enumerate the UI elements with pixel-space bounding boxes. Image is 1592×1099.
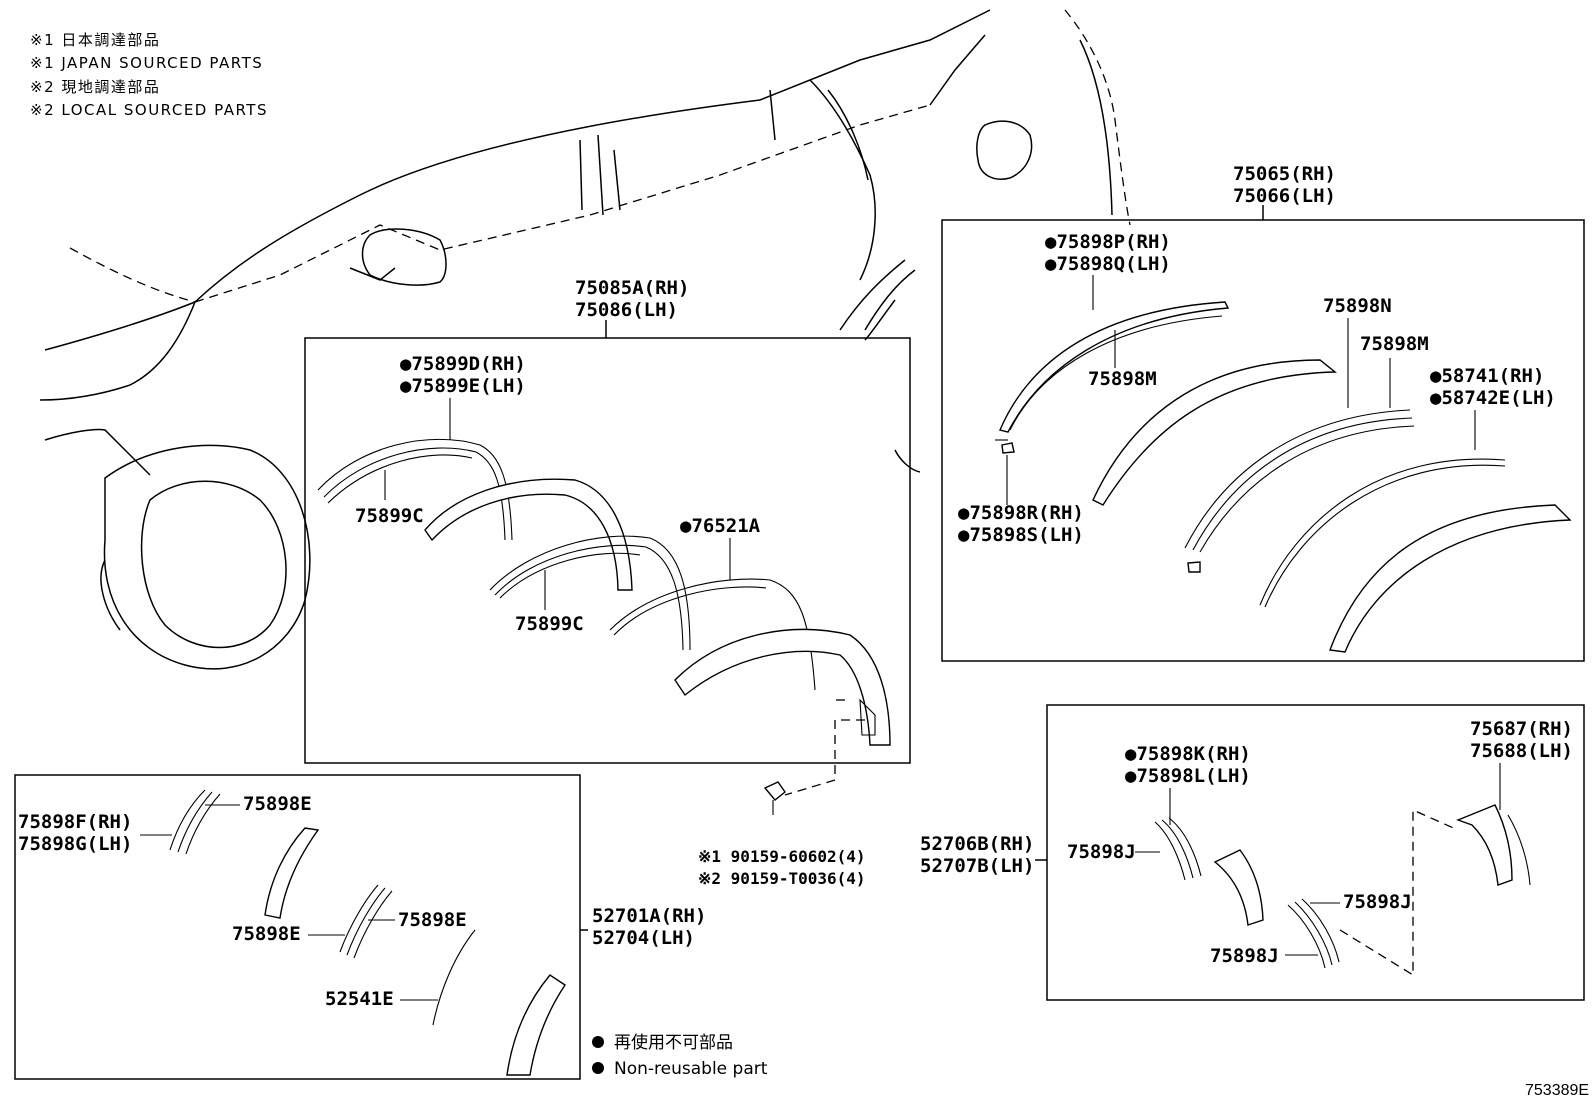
rear-mudguard-box [1046,704,1585,1001]
part-75898K[interactable]: ●75898K(RH) [1125,743,1251,765]
part-75898J-b[interactable]: 75898J [1343,891,1412,913]
part-75687[interactable]: 75687(RH) [1470,718,1573,740]
note-2-jp: ※2 現地調達部品 [30,78,160,96]
part-75898N[interactable]: 75898N [1323,295,1392,317]
part-75898Q[interactable]: ●75898Q(LH) [1045,253,1171,275]
note-1-en: ※1 JAPAN SOURCED PARTS [30,54,263,72]
front-mudguard-group: 52701A(RH) 52704(LH) 75898E 75898F(RH) 7… [14,774,706,1080]
part-52704[interactable]: 52704(LH) [592,927,695,949]
rear-arch-box [941,219,1585,662]
non-reusable-dot-icon [592,1036,604,1048]
part-52541E[interactable]: 52541E [325,988,394,1010]
part-75898F[interactable]: 75898F(RH) [18,811,132,833]
part-75688[interactable]: 75688(LH) [1470,740,1573,762]
part-75898S[interactable]: ●75898S(LH) [958,524,1084,546]
front-mudguard-box [14,774,581,1080]
part-75898E-c[interactable]: 75898E [398,909,467,931]
part-75066[interactable]: 75066(LH) [1233,185,1336,207]
part-75085A[interactable]: 75085A(RH) [575,277,689,299]
part-75898M-b[interactable]: 75898M [1360,333,1429,355]
part-75898L[interactable]: ●75898L(LH) [1125,765,1251,787]
part-52701A[interactable]: 52701A(RH) [592,905,706,927]
rear-arch-group: 75065(RH) 75066(LH) ●75898P(RH) ●75898Q(… [941,163,1585,662]
part-58742E[interactable]: ●58742E(LH) [1430,387,1556,409]
part-52707B[interactable]: 52707B(LH) [920,855,1034,877]
legend: 再使用不可部品 Non-reusable part [592,1032,768,1079]
note-1-jp: ※1 日本調達部品 [30,31,160,49]
non-reusable-dot-icon-2 [592,1062,604,1074]
screw-label-1[interactable]: ※1 90159-60602(4) [698,847,866,866]
part-75899D[interactable]: ●75899D(RH) [400,353,526,375]
legend-en: Non-reusable part [614,1059,768,1079]
part-76521A[interactable]: ●76521A [680,515,761,537]
vehicle-outline [39,9,1131,670]
part-75899C-a[interactable]: 75899C [355,505,424,527]
front-arch-box [304,337,911,764]
part-52706B[interactable]: 52706B(RH) [920,833,1034,855]
part-75898J-a[interactable]: 75898J [1067,841,1136,863]
legend-jp: 再使用不可部品 [614,1032,733,1053]
part-75086[interactable]: 75086(LH) [575,299,678,321]
part-75898R[interactable]: ●75898R(RH) [958,502,1084,524]
sourcing-notes: ※1 日本調達部品 ※1 JAPAN SOURCED PARTS ※2 現地調達… [30,31,268,119]
note-2-en: ※2 LOCAL SOURCED PARTS [30,101,268,119]
rear-mudguard-group: 52706B(RH) 52707B(LH) ●75898K(RH) ●75898… [920,704,1585,1001]
screw-group: ※1 90159-60602(4) ※2 90159-T0036(4) [698,699,866,888]
part-75898G[interactable]: 75898G(LH) [18,833,132,855]
part-75898J-c[interactable]: 75898J [1210,945,1279,967]
part-58741[interactable]: ●58741(RH) [1430,365,1544,387]
front-arch-group: 75085A(RH) 75086(LH) ●75899D(RH) ●75899E… [304,277,911,764]
part-75898M-a[interactable]: 75898M [1088,368,1157,390]
part-75898P[interactable]: ●75898P(RH) [1045,231,1171,253]
screw-icon [763,781,786,801]
part-75065[interactable]: 75065(RH) [1233,163,1336,185]
figure-id: 753389E [1525,1082,1589,1099]
part-75898E-b[interactable]: 75898E [232,923,301,945]
part-75899E[interactable]: ●75899E(LH) [400,375,526,397]
part-75898E-a[interactable]: 75898E [243,793,312,815]
part-75899C-b[interactable]: 75899C [515,613,584,635]
screw-label-2[interactable]: ※2 90159-T0036(4) [698,869,866,888]
